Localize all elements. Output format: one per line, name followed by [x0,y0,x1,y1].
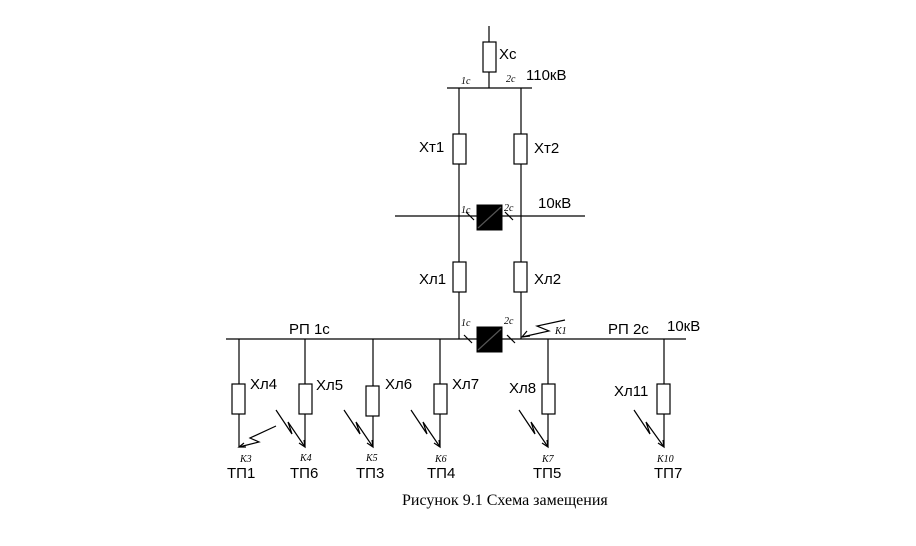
feeder-4-reactance [433,383,448,415]
rp-section-2: 2с [504,316,514,327]
rp-section-2-label: РП 2с [608,321,649,338]
feeder-5: Xл8 K7 ТП5 [509,339,561,482]
line-l1-reactance [452,261,467,293]
feeder-5-line-label: Xл8 [509,380,536,397]
figure-caption: Рисунок 9.1 Схема замещения [402,492,608,509]
feeder-6-fault-arrow [633,409,665,448]
fault-k1-arrow [521,319,566,338]
bus-10-section-2: 2с [504,203,514,214]
feeder-3-line-label: Xл6 [385,376,412,393]
feeder-5-reactance [541,383,556,415]
feeder-6-tp-label: ТП7 [654,465,682,482]
transformer-t2: Xт2 [513,133,559,165]
transformer-t1-reactance [452,133,467,165]
bus-110-section-2: 2с [506,74,516,85]
bus-10-section-1: 1с [461,205,471,216]
line-l1-label: Xл1 [419,271,446,288]
feeder-2-fault-arrow [275,409,306,448]
main-vertical-wires [458,88,522,339]
feeder-2-line-label: Xл5 [316,377,343,394]
line-l2-reactance [513,261,528,293]
feeder-5-fault-label: K7 [541,454,555,465]
system-reactance-label: Xc [499,46,517,63]
feeder-5-fault-arrow [518,409,549,448]
feeder-6-reactance [656,383,671,415]
system-reactance-xc [482,41,497,73]
bus-10-voltage: 10кВ [538,195,571,212]
feeder-2-tp-label: ТП6 [290,465,318,482]
feeder-1-fault-label: K3 [239,454,252,465]
transformer-t2-reactance [513,133,528,165]
rp-section-1: 1с [461,318,471,329]
feeder-4-fault-label: K6 [434,454,447,465]
feeder-3-fault-arrow [343,409,374,448]
fault-k1-label: K1 [554,326,567,337]
feeder-5-tp-label: ТП5 [533,465,561,482]
line-l2-label: Xл2 [534,271,561,288]
feeder-3-fault-label: K5 [365,453,378,464]
rp-section-1-label: РП 1с [289,321,330,338]
feeder-4-fault-arrow [410,409,441,448]
feeder-4: Xл7 K6 ТП4 [410,339,479,482]
transformer-t1-label: Xт1 [419,139,444,156]
bus-110-section-1: 1с [461,76,471,87]
bus-110-voltage: 110кВ [526,67,566,84]
feeder-4-line-label: Xл7 [452,376,479,393]
feeder-1-reactance [231,383,246,415]
feeder-1-fault-arrow [238,425,277,448]
feeder-6-fault-label: K10 [656,454,674,465]
transformer-t1: Xт1 [419,133,467,165]
feeder-4-tp-label: ТП4 [427,465,455,482]
feeder-2-reactance [298,383,313,415]
transformer-t2-label: Xт2 [534,140,559,157]
feeder-6: Xл11 K10 ТП7 [614,339,682,482]
feeder-1-line-label: Xл4 [250,376,277,393]
rp-bus: 1с 2с РП 1с РП 2с 10кВ K1 [226,316,700,353]
feeder-2-fault-label: K4 [299,453,312,464]
line-l1: Xл1 [419,261,467,293]
feeder-3: Xл6 K5 ТП3 [343,339,412,482]
line-l2: Xл2 [513,261,561,293]
feeder-1: Xл4 K3 ТП1 [227,339,277,482]
feeder-1-tp-label: ТП1 [227,465,255,482]
system-source: Xc [482,26,517,88]
feeder-2: Xл5 K4 ТП6 [275,339,343,482]
feeder-3-tp-label: ТП3 [356,465,384,482]
rp-voltage: 10кВ [667,318,700,335]
feeder-3-reactance [365,385,380,417]
feeder-6-line-label: Xл11 [614,383,648,400]
bus-110kv: 1с 2с 110кВ [447,67,566,89]
bus-10kv: 1с 2с 10кВ [395,195,585,231]
